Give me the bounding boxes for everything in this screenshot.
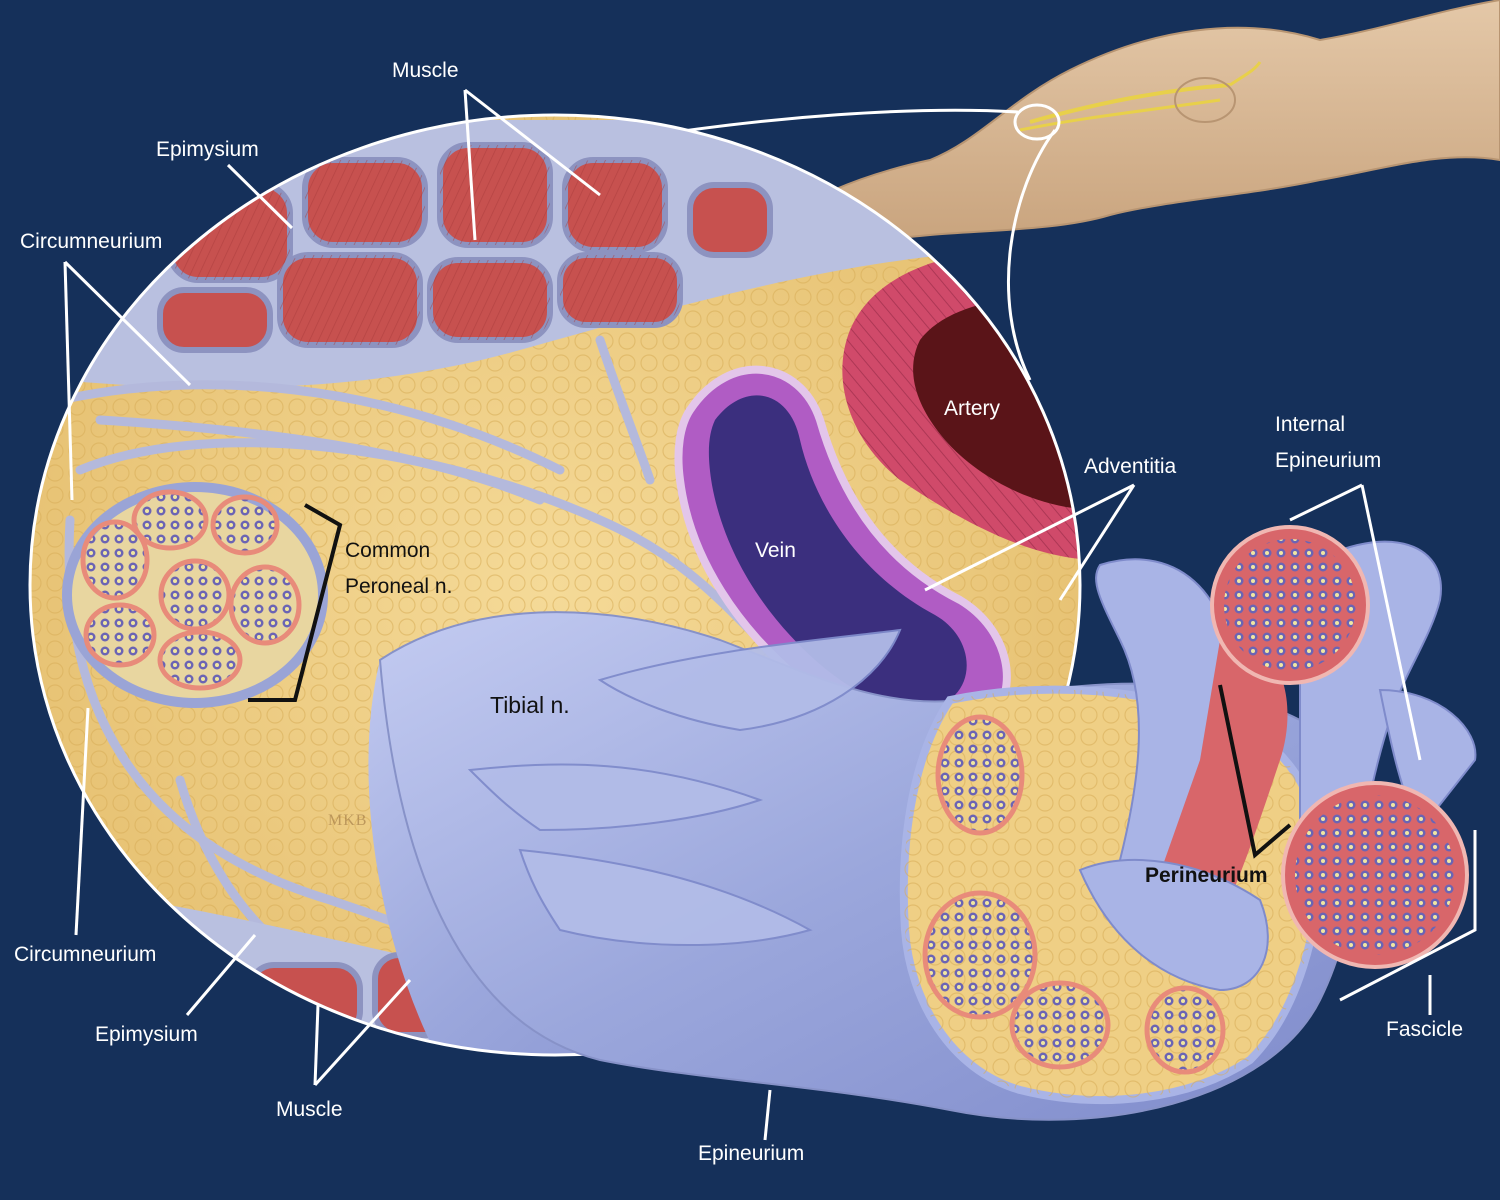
label-internal-epineurium-1: Internal bbox=[1275, 413, 1346, 436]
label-internal-epineurium-2: Epineurium bbox=[1275, 449, 1382, 472]
label-adventitia: Adventitia bbox=[1084, 455, 1177, 478]
oval-outline bbox=[28, 113, 1082, 1057]
label-circumneurium-bottom: Circumneurium bbox=[14, 943, 157, 966]
nerve-in-leg bbox=[1029, 83, 1231, 124]
tibial-fascicles bbox=[922, 714, 1226, 1075]
leader-lines bbox=[63, 88, 1477, 1141]
label-muscle-top: Muscle bbox=[392, 59, 459, 82]
label-epimysium-bottom: Epimysium bbox=[95, 1023, 198, 1046]
label-vein: Vein bbox=[755, 539, 796, 562]
label-perineurium: Perineurium bbox=[1145, 864, 1268, 887]
artist-signature: MKB bbox=[328, 812, 368, 829]
label-artery: Artery bbox=[944, 397, 1001, 420]
leg-illustration bbox=[757, 0, 1500, 242]
label-common-peroneal-1: Common bbox=[345, 539, 431, 562]
label-epineurium: Epineurium bbox=[698, 1142, 805, 1165]
label-circumneurium-top: Circumneurium bbox=[20, 230, 163, 253]
magnifier-circle bbox=[1013, 103, 1061, 141]
vein-lumen bbox=[708, 395, 967, 709]
label-epimysium-top: Epimysium bbox=[156, 138, 259, 161]
fascicle-detail bbox=[1078, 525, 1477, 992]
common-peroneal-nerve bbox=[62, 482, 328, 708]
label-muscle-bottom: Muscle bbox=[276, 1098, 343, 1121]
label-common-peroneal-2: Peroneal n. bbox=[345, 575, 453, 598]
label-tibial: Tibial n. bbox=[490, 692, 570, 718]
brackets bbox=[248, 503, 1292, 859]
label-fascicle: Fascicle bbox=[1386, 1018, 1464, 1041]
